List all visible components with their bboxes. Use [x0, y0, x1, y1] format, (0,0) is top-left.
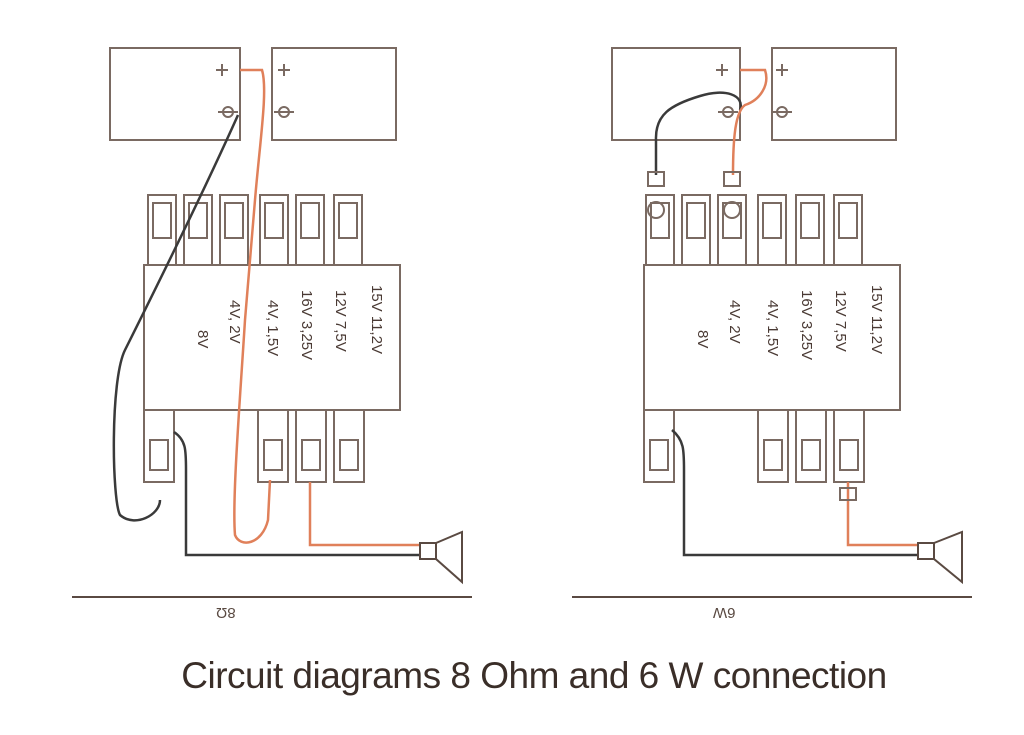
left-circuit — [72, 47, 472, 598]
right-wire-dark — [654, 91, 742, 175]
right-circuit — [572, 47, 972, 598]
left-bottom-connectors — [143, 409, 365, 483]
right-speaker-wire-dark — [671, 429, 918, 557]
left-wire-dark — [112, 114, 240, 522]
right-tap-label: 8V — [694, 330, 711, 348]
left-battery-2 — [271, 47, 397, 141]
left-speaker-icon — [419, 530, 463, 585]
right-plug-ring-2 — [723, 201, 741, 219]
left-tap-label: 15V 11,2V — [368, 285, 385, 354]
left-speaker-wire-red — [308, 482, 420, 547]
right-top-connectors — [645, 194, 863, 266]
left-tap-label: 16V 3,25V — [298, 290, 315, 360]
left-tap-label: 4V, 1,5V — [264, 300, 281, 356]
right-wire-red — [731, 68, 768, 176]
left-tap-label: 4V, 2V — [226, 300, 243, 344]
right-plug-2 — [723, 171, 741, 187]
left-tap-label: 8V — [194, 330, 211, 348]
right-tap-labels: 8V 4V, 2V 4V, 1,5V 16V 3,25V 12V 7,5V 15… — [694, 285, 885, 360]
right-tap-label: 12V 7,5V — [832, 290, 849, 352]
left-wire-red — [233, 68, 272, 544]
figure-caption: Circuit diagrams 8 Ohm and 6 W connectio… — [181, 655, 887, 696]
left-battery-1 — [109, 47, 241, 141]
right-battery-1 — [611, 47, 741, 141]
right-tap-label: 16V 3,25V — [798, 290, 815, 360]
left-tap-label: 12V 7,5V — [332, 290, 349, 352]
right-bottom-connectors — [643, 409, 865, 483]
right-plug-1 — [647, 171, 665, 187]
left-speaker-wire-dark — [173, 430, 420, 557]
right-tap-label: 4V, 2V — [726, 300, 743, 344]
left-terminals — [216, 64, 294, 118]
left-tap-labels: 8V 4V, 2V 4V, 1,5V 16V 3,25V 12V 7,5V 15… — [194, 285, 385, 360]
right-plug-ring-1 — [647, 201, 665, 219]
left-diagram-label: 8Ω — [216, 604, 236, 621]
right-plug-3 — [839, 487, 857, 501]
right-speaker-icon — [917, 530, 963, 585]
right-speaker-wire-red — [846, 482, 918, 547]
right-terminals — [716, 64, 792, 118]
right-diagram-label: 6W — [713, 604, 736, 621]
right-tap-label: 4V, 1,5V — [764, 300, 781, 356]
right-battery-2 — [771, 47, 897, 141]
right-tap-label: 15V 11,2V — [868, 285, 885, 354]
